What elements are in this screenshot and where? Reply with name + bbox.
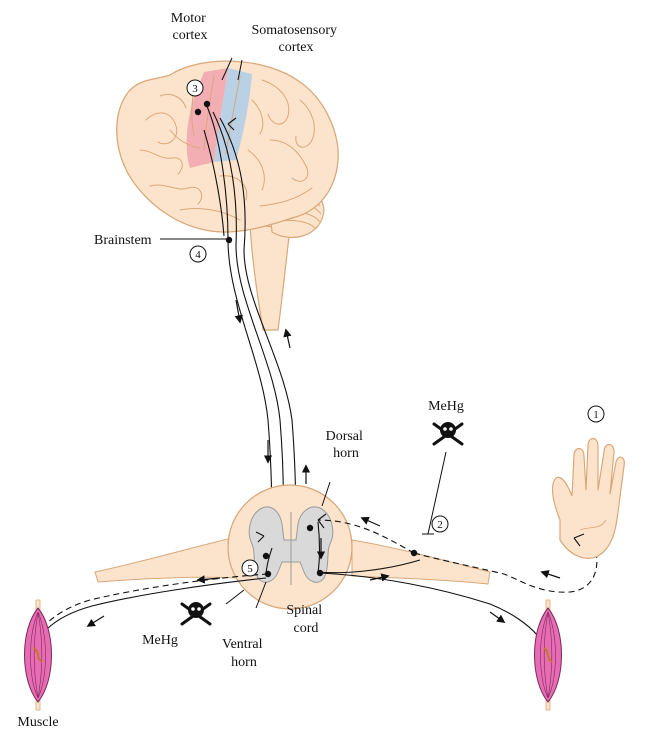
right-efferent-nerve [319, 572, 539, 637]
ventral-horn-label: Ventral horn [222, 637, 266, 670]
svg-text:4: 4 [195, 249, 201, 261]
left-efferent-nerve [43, 573, 269, 631]
spinal-synapses [255, 513, 327, 543]
svg-text:1: 1 [593, 409, 599, 421]
marker-5: 5 [241, 559, 259, 577]
somatosensory-cortex-label: Somatosensory cortex [251, 23, 340, 55]
dorsal-horn-label: Dorsal horn [326, 429, 367, 461]
mehg-right-label: MeHg [428, 399, 464, 414]
skull-crossbones-icon [432, 422, 464, 446]
afferent-nerve [317, 519, 598, 593]
mehg-left-label: MeHg [142, 633, 178, 648]
marker-3: 3 [186, 79, 204, 97]
svg-text:3: 3 [192, 83, 198, 95]
spinal-cord-label: Spinal cord [286, 603, 325, 636]
right-muscle [534, 599, 562, 711]
cortical-neurons [194, 100, 233, 244]
brainstem-label: Brainstem [94, 233, 152, 248]
muscle-label: Muscle [17, 715, 58, 730]
left-muscle [24, 599, 52, 711]
svg-text:5: 5 [247, 563, 253, 575]
brainstem-shape [249, 224, 291, 331]
marker-2: 2 [431, 515, 449, 533]
neural-tracts [203, 103, 297, 549]
marker-1: 1 [587, 405, 605, 423]
spinal-neurons [262, 524, 418, 578]
svg-text:2: 2 [437, 519, 443, 531]
peripheral-arrows [86, 516, 561, 627]
spinal-cord [94, 484, 491, 610]
skull-crossbones-icon [180, 602, 212, 626]
tract-arrows [234, 299, 311, 484]
cortex-synapse [227, 117, 237, 131]
brain [116, 60, 339, 331]
leader-lines [160, 57, 447, 609]
motor-cortex-label: Motor cortex [171, 11, 210, 43]
left-nerve-band [94, 537, 241, 583]
marker-4: 4 [189, 245, 207, 263]
hand-icon [551, 437, 625, 559]
